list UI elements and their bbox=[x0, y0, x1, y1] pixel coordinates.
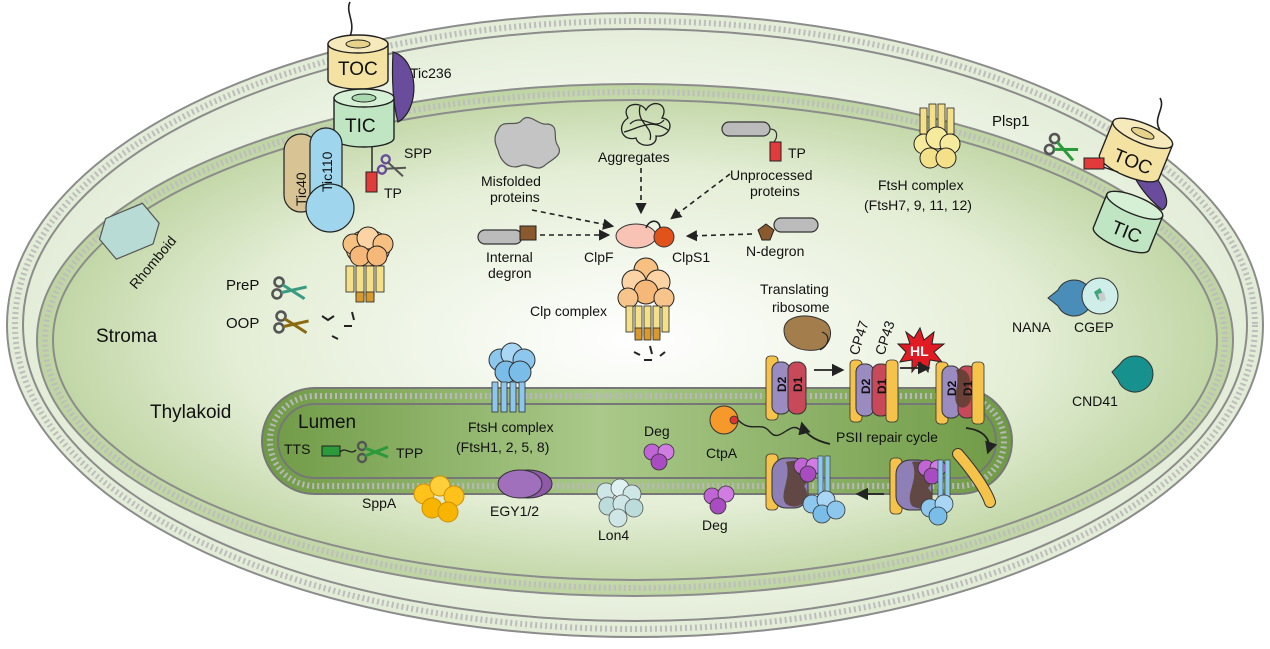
toc-left-icon bbox=[327, 34, 389, 90]
stroma-label: Stroma bbox=[96, 326, 158, 347]
tic110-label: Tic110 bbox=[319, 151, 335, 192]
clp-tp-label: TP bbox=[788, 145, 806, 161]
cgep-icon bbox=[1081, 277, 1119, 315]
internal-degron-label-2: degron bbox=[488, 265, 532, 281]
rhomboid-icon bbox=[98, 202, 160, 260]
tic40-label: Tic40 bbox=[293, 172, 309, 206]
internal-degron-icon bbox=[477, 225, 537, 245]
ftsh-thylakoid-icon bbox=[488, 342, 536, 413]
cnd41-label: CND41 bbox=[1072, 393, 1118, 409]
tts-peptide-icon bbox=[321, 445, 341, 457]
deg-top-label: Deg bbox=[644, 423, 670, 439]
lumen-label: Lumen bbox=[298, 412, 356, 433]
unprocessed-protein-icon bbox=[721, 121, 782, 162]
sppa-icon bbox=[413, 475, 465, 523]
ribosome-label-2: ribosome bbox=[772, 299, 830, 315]
plsp1-tp-icon bbox=[1083, 157, 1105, 170]
d1-label-3: D1 bbox=[961, 380, 975, 396]
peptide-fragments-icon bbox=[321, 311, 355, 340]
cnd41-icon bbox=[1111, 355, 1154, 393]
psii-repair-label: PSII repair cycle bbox=[836, 429, 938, 445]
cgep-label: CGEP bbox=[1074, 319, 1114, 335]
ctpa-label: CtpA bbox=[706, 445, 738, 461]
translating-ribosome-icon bbox=[783, 315, 831, 351]
n-degron-icon bbox=[757, 217, 819, 241]
thylakoid-label: Thylakoid bbox=[150, 402, 231, 423]
unprocessed-label-1: Unprocessed bbox=[730, 167, 813, 183]
d1-label-1: D1 bbox=[791, 376, 805, 392]
plsp1-label: Plsp1 bbox=[992, 113, 1030, 130]
ftsh-envelope-icon bbox=[913, 103, 961, 169]
egy-label: EGY1/2 bbox=[490, 503, 539, 519]
egy-icon bbox=[497, 469, 553, 499]
sppa-label: SppA bbox=[362, 495, 397, 511]
misfolded-label-1: Misfolded bbox=[481, 173, 541, 189]
deg-bottom-label: Deg bbox=[702, 517, 728, 533]
import-machinery-right: TOC TIC bbox=[1083, 97, 1174, 254]
deg-bottom-icon bbox=[703, 485, 735, 515]
psii-assembled-icon bbox=[849, 359, 899, 423]
tpp-scissors-icon bbox=[356, 440, 389, 464]
ftsh-envelope-subunits: (FtsH7, 9, 11, 12) bbox=[864, 197, 972, 213]
tic-left-label: TIC bbox=[345, 116, 376, 137]
arrow-n-degron bbox=[685, 230, 753, 242]
d1-label-2: D1 bbox=[875, 378, 889, 394]
oop-scissors-icon bbox=[273, 310, 309, 335]
toc-left-label: TOC bbox=[338, 59, 378, 80]
internal-degron-label-1: Internal bbox=[486, 249, 533, 265]
tts-label: TTS bbox=[284, 441, 310, 457]
lon4-icon bbox=[596, 478, 644, 528]
prep-label: PreP bbox=[226, 277, 259, 294]
transit-peptide-icon bbox=[365, 171, 378, 193]
import-machinery-left: TOC Tic236 TIC Tic40 Tic110 TP SPP bbox=[283, 1, 452, 233]
d2-label-3: D2 bbox=[945, 380, 959, 396]
ctpa-icon bbox=[709, 405, 801, 437]
clpf-label: ClpF bbox=[584, 249, 614, 265]
arrow-unprocessed bbox=[670, 173, 731, 220]
aggregates-icon bbox=[620, 102, 671, 146]
psii-nascent-icon bbox=[765, 355, 807, 421]
arrow-repair-left bbox=[798, 421, 831, 445]
clp-fragments-icon bbox=[633, 345, 666, 361]
clps1-icon bbox=[645, 220, 675, 248]
psii-degradation-left-icon bbox=[765, 453, 846, 524]
lon4-label: Lon4 bbox=[598, 527, 629, 543]
ftsh-thylakoid-subunits: (FtsH1, 2, 5, 8) bbox=[456, 439, 549, 455]
oop-label: OOP bbox=[226, 315, 259, 332]
ribosome-label-1: Translating bbox=[760, 281, 829, 297]
n-degron-label: N-degron bbox=[746, 243, 804, 259]
tic236-label: Tic236 bbox=[410, 65, 452, 81]
deg-top-icon bbox=[643, 443, 675, 471]
psii-degradation-right-icon bbox=[889, 448, 996, 526]
ftsh-envelope-name: FtsH complex bbox=[878, 177, 964, 193]
psii-damaged-icon bbox=[935, 361, 985, 425]
clp-complex-icon bbox=[617, 257, 675, 341]
hl-label: HL bbox=[910, 343, 929, 359]
stromal-clp-left-icon bbox=[342, 226, 394, 303]
clp-complex-label: Clp complex bbox=[530, 303, 607, 319]
ftsh-thylakoid-name: FtsH complex bbox=[468, 419, 554, 435]
prep-scissors-icon bbox=[271, 276, 307, 301]
unprocessed-label-2: proteins bbox=[750, 183, 800, 199]
d2-label-1: D2 bbox=[775, 376, 789, 392]
tp-left-label: TP bbox=[384, 185, 402, 201]
aggregates-label: Aggregates bbox=[598, 149, 670, 165]
spp-scissors-icon bbox=[376, 154, 407, 177]
plsp1-scissors-icon bbox=[1043, 132, 1079, 162]
clps1-label: ClpS1 bbox=[672, 249, 710, 265]
d2-label-2: D2 bbox=[859, 378, 873, 394]
tic110-icon bbox=[305, 127, 355, 233]
misfolded-protein-icon bbox=[494, 116, 560, 169]
arrow-misfolded bbox=[531, 209, 615, 230]
arrow-repair-right bbox=[965, 427, 998, 455]
clpf-icon bbox=[615, 223, 657, 249]
tic-left-icon bbox=[333, 88, 395, 148]
tpp-label: TPP bbox=[396, 445, 423, 461]
misfolded-label-2: proteins bbox=[490, 189, 540, 205]
nana-label: NANA bbox=[1012, 319, 1052, 335]
spp-label: SPP bbox=[404, 145, 432, 161]
